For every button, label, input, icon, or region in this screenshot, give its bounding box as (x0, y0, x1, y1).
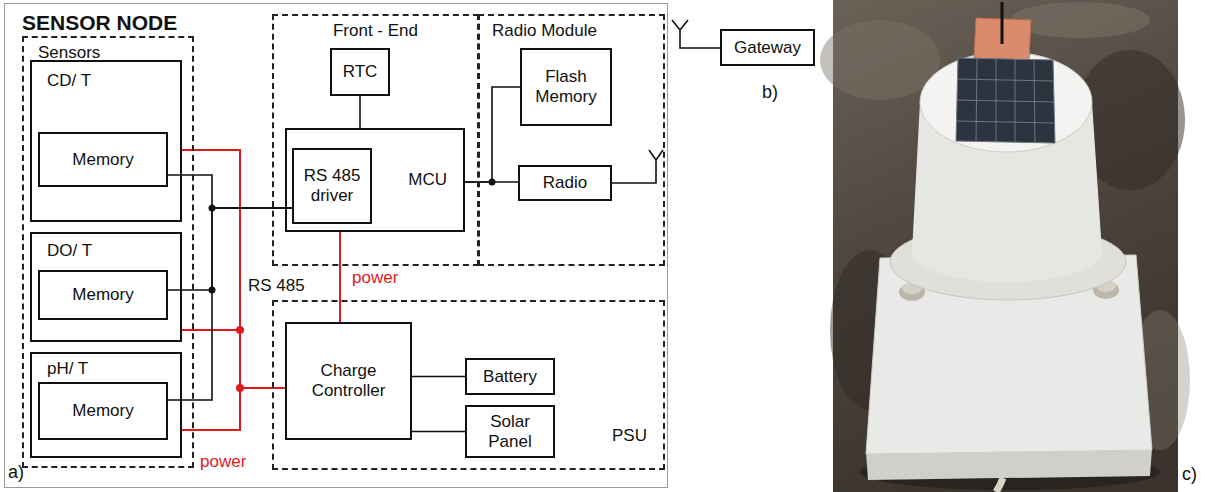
box-label: Memory (72, 401, 133, 421)
box-label: Memory (72, 150, 133, 170)
group-box: Radio ModuleFlash MemoryRadio (478, 14, 665, 266)
panel-letter: b) (762, 82, 778, 103)
wet-rock (820, 20, 940, 100)
box-label: Memory (72, 285, 133, 305)
label-anchor: power (352, 268, 398, 288)
box-label: pH/ T (47, 359, 88, 379)
gateway-box: Gateway (720, 29, 815, 66)
bus-name: RS 485 (248, 276, 305, 296)
panel-grid (956, 59, 1054, 143)
panel-letter: a) (8, 462, 24, 483)
memory-box: Memory (38, 382, 168, 440)
box-label: Radio (543, 173, 587, 193)
mcu-box: MCU RS 485 driver (285, 128, 465, 232)
box-label: MCU (408, 170, 447, 190)
sensor-box: pH/ T Memory (30, 352, 182, 458)
component-box: Battery (465, 358, 555, 395)
power-line (182, 330, 285, 388)
box-label: Front - End (333, 21, 418, 41)
signal-line (412, 376, 465, 378)
label-anchor: power (200, 452, 246, 472)
box-label: Gateway (734, 38, 801, 58)
junction-dot (236, 326, 244, 334)
label-anchor: a) (8, 462, 24, 483)
signal-line (465, 87, 520, 182)
cable (996, 478, 1003, 492)
component-box: Charge Controller (285, 322, 412, 440)
junction-dot (236, 384, 244, 392)
junction-dot (209, 287, 216, 294)
component-box: Radio (518, 165, 612, 201)
line-label: power (352, 268, 398, 288)
antenna-rod (1001, 2, 1004, 44)
memory-box: Memory (38, 132, 168, 187)
node-photo (820, 0, 1190, 492)
box-label: PSU (612, 426, 647, 446)
box-label: Solar Panel (472, 412, 548, 451)
group-box: Front - EndRTC MCU RS 485 driver (272, 14, 479, 266)
box-label: Charge Controller (292, 361, 405, 400)
power-line (182, 150, 285, 388)
radio-antenna (612, 150, 663, 183)
box-label: RS 485 driver (299, 166, 365, 205)
component-box: RS 485 driver (292, 148, 372, 224)
group-box: SensorsCD/ TMemoryDO/ TMemorypH/ TMemory (22, 36, 194, 468)
box-label: Sensors (38, 43, 100, 63)
antenna-symbol (612, 150, 663, 183)
box-label: RTC (343, 62, 378, 82)
sensor-box: DO/ T Memory (30, 232, 182, 342)
dome-wall (912, 222, 1102, 282)
group-box: PSU Charge Controller BatterySolar Panel (272, 300, 665, 470)
panel-title: SENSOR NODE (22, 11, 177, 35)
dome-top (920, 52, 1092, 152)
component-box: Solar Panel (465, 405, 555, 458)
signal-line (412, 431, 465, 433)
memory-box: Memory (38, 270, 168, 320)
label-anchor: b) (762, 82, 778, 103)
box-label: CD/ T (47, 71, 91, 91)
junction-dot (489, 179, 496, 186)
box-label: Flash Memory (527, 67, 605, 106)
signal-line (359, 96, 361, 128)
junction-dot (209, 205, 216, 212)
antenna-symbol (672, 20, 720, 48)
line-label: power (200, 452, 246, 472)
panel-letter: c) (1182, 464, 1197, 485)
component-box: Flash Memory (520, 48, 612, 126)
power-line (182, 388, 285, 430)
panel-frame: SENSOR NODESensorsCD/ TMemoryDO/ TMemory… (4, 3, 668, 488)
box-label: Radio Module (492, 21, 597, 41)
label-anchor: RS 485 (248, 276, 305, 296)
solar-panel-picture (956, 58, 1055, 143)
box-label: Battery (483, 367, 537, 387)
sensor-box: CD/ T Memory (30, 60, 182, 222)
gateway-antenna (672, 20, 720, 48)
box-label: DO/ T (47, 241, 92, 261)
label-anchor: c) (1182, 464, 1197, 485)
component-box: RTC (330, 48, 390, 96)
power-line (339, 232, 341, 322)
